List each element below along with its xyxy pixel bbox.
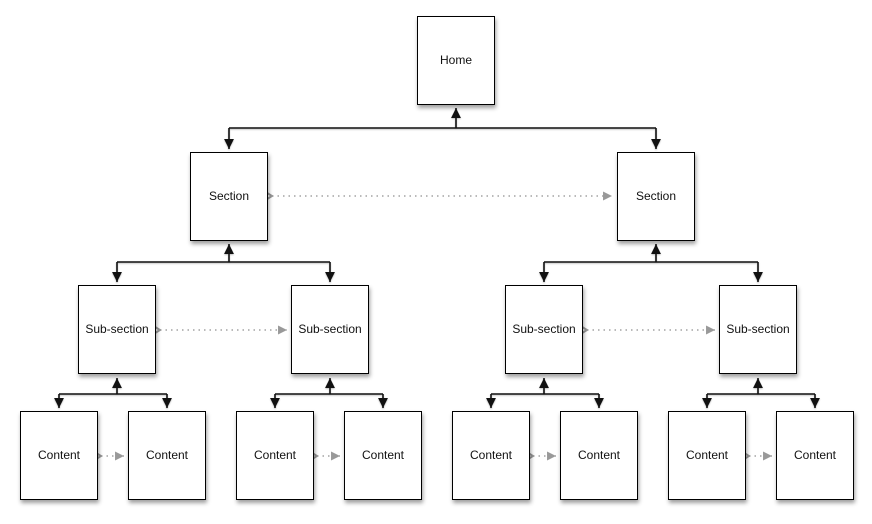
node-content-7-label: Content bbox=[685, 447, 729, 462]
node-section-2[interactable]: Section bbox=[617, 152, 695, 241]
node-content-2[interactable]: Content bbox=[128, 411, 206, 500]
node-home[interactable]: Home bbox=[417, 16, 495, 105]
node-content-3-label: Content bbox=[253, 447, 297, 462]
sibling-connectors bbox=[101, 196, 772, 456]
node-subsection-4[interactable]: Sub-section bbox=[719, 285, 797, 374]
node-section-1[interactable]: Section bbox=[190, 152, 268, 241]
node-content-1-label: Content bbox=[37, 447, 81, 462]
node-content-8-label: Content bbox=[793, 447, 837, 462]
node-content-4-label: Content bbox=[361, 447, 405, 462]
node-content-8[interactable]: Content bbox=[776, 411, 854, 500]
node-content-6-label: Content bbox=[577, 447, 621, 462]
node-content-7[interactable]: Content bbox=[668, 411, 746, 500]
node-content-5-label: Content bbox=[469, 447, 513, 462]
node-subsection-2-label: Sub-section bbox=[298, 321, 362, 336]
node-subsection-1-label: Sub-section bbox=[85, 321, 149, 336]
connector-subsection3-contents bbox=[485, 378, 605, 408]
node-content-3[interactable]: Content bbox=[236, 411, 314, 500]
connector-subsection2-contents bbox=[269, 378, 389, 408]
node-content-6[interactable]: Content bbox=[560, 411, 638, 500]
node-content-1[interactable]: Content bbox=[20, 411, 98, 500]
node-subsection-1[interactable]: Sub-section bbox=[78, 285, 156, 374]
node-section-1-label: Section bbox=[208, 188, 250, 203]
node-subsection-3[interactable]: Sub-section bbox=[505, 285, 583, 374]
connector-section2-subsections bbox=[538, 244, 764, 282]
connector-subsection4-contents bbox=[701, 378, 821, 408]
connector-subsection1-contents bbox=[53, 378, 173, 408]
node-content-4[interactable]: Content bbox=[344, 411, 422, 500]
node-subsection-3-label: Sub-section bbox=[512, 321, 576, 336]
connector-home-sections bbox=[223, 108, 662, 149]
node-section-2-label: Section bbox=[635, 188, 677, 203]
node-home-label: Home bbox=[439, 52, 472, 67]
node-content-5[interactable]: Content bbox=[452, 411, 530, 500]
connector-section1-subsections bbox=[111, 244, 336, 282]
node-subsection-4-label: Sub-section bbox=[726, 321, 790, 336]
hierarchy-connectors bbox=[53, 108, 821, 408]
node-content-2-label: Content bbox=[145, 447, 189, 462]
node-subsection-2[interactable]: Sub-section bbox=[291, 285, 369, 374]
